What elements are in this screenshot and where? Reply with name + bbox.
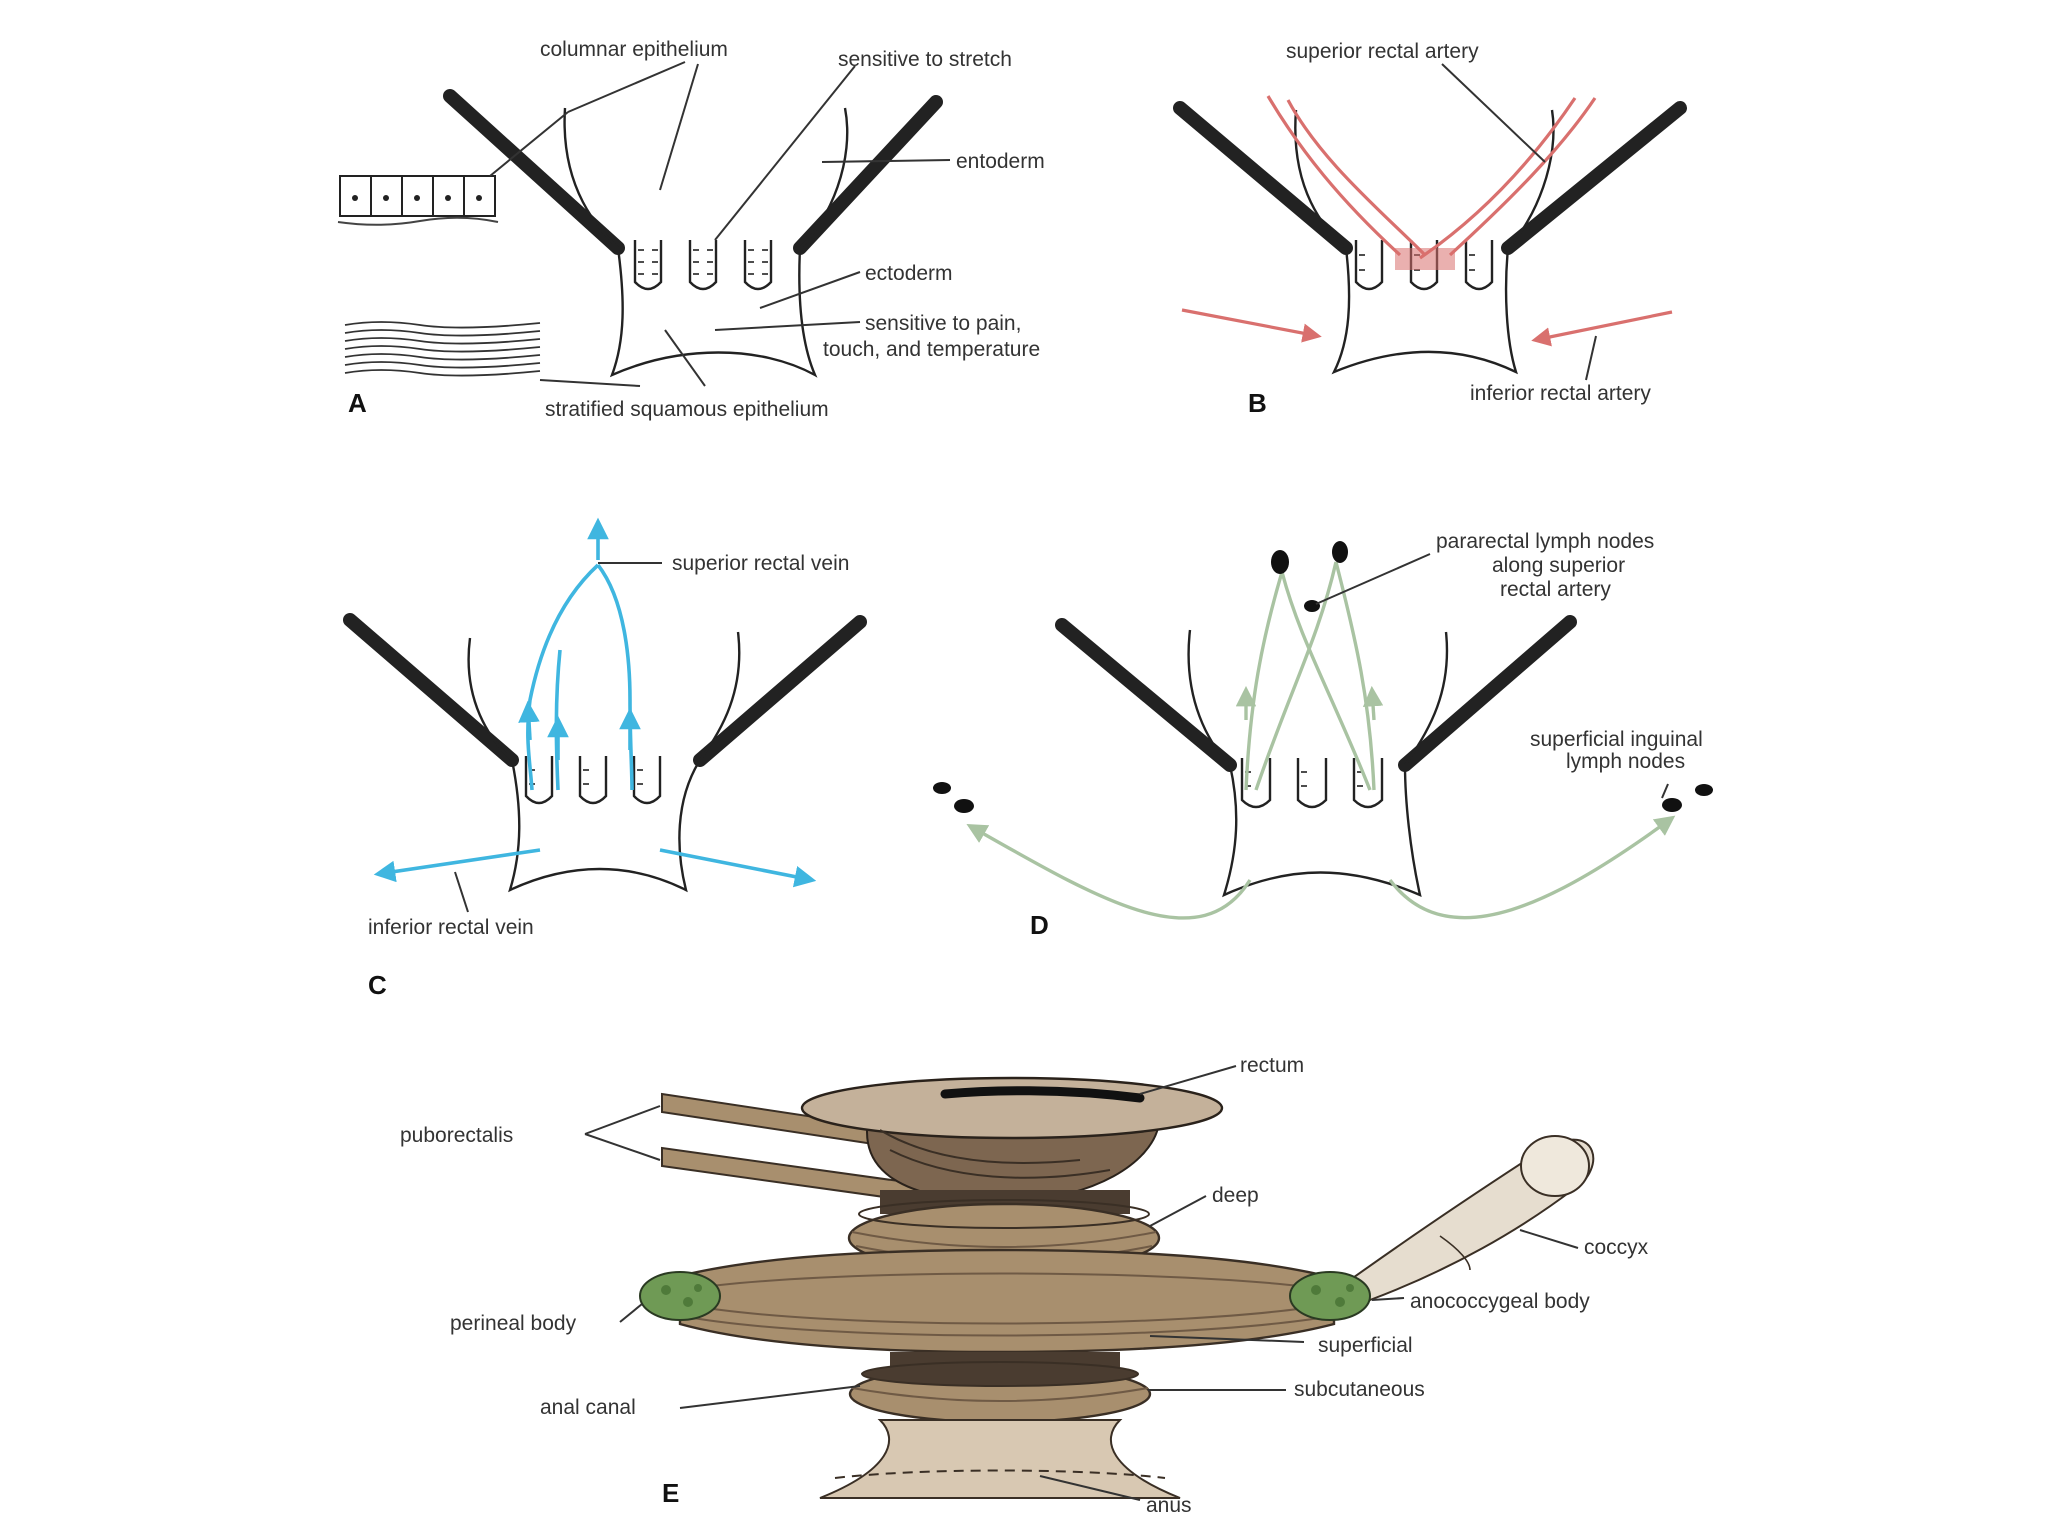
canal-outline xyxy=(1294,109,1555,375)
panel-a-leaders xyxy=(489,61,951,387)
right-muscle-bar xyxy=(793,95,943,255)
panel-letter-c: C xyxy=(368,970,387,1000)
label-sensitive-to-stretch: sensitive to stretch xyxy=(838,48,1012,71)
leader-inferior-vein xyxy=(454,871,469,913)
label-superior-rectal-artery: superior rectal artery xyxy=(1286,40,1479,63)
anal-crypts xyxy=(633,240,773,291)
label-inguinal-line2: lymph nodes xyxy=(1566,750,1685,773)
label-superior-rectal-vein: superior rectal vein xyxy=(672,552,849,575)
superior-rectal-vein-vessels xyxy=(518,517,641,791)
leader-inguinal-nodes xyxy=(1661,783,1669,799)
rectum xyxy=(800,1076,1224,1204)
label-superficial: superficial xyxy=(1318,1334,1413,1357)
label-stratified-squamous: stratified squamous epithelium xyxy=(545,398,829,421)
coccyx xyxy=(1348,1135,1595,1302)
right-muscle-bar xyxy=(1398,615,1577,772)
panel-a: columnar epithelium sensitive to stretch… xyxy=(337,38,1045,421)
label-pararectal-line3: rectal artery xyxy=(1500,578,1611,601)
pararectal-lymph-vessels xyxy=(1235,561,1384,791)
subcutaneous-sphincter-ring xyxy=(848,1361,1152,1424)
label-subcutaneous: subcutaneous xyxy=(1294,1378,1425,1401)
label-puborectalis: puborectalis xyxy=(400,1124,513,1147)
inguinal-lymph-vessels xyxy=(966,815,1676,920)
left-muscle-bar xyxy=(1173,101,1353,255)
panel-letter-a: A xyxy=(348,388,367,418)
anus xyxy=(819,1419,1181,1499)
canal-outline xyxy=(1187,629,1449,898)
inferior-rectal-artery-vessels xyxy=(1181,308,1673,347)
panel-letter-e: E xyxy=(662,1478,679,1508)
left-muscle-bar xyxy=(1055,618,1237,772)
superficial-sphincter-band xyxy=(678,1248,1336,1354)
panel-b: superior rectal artery inferior rectal a… xyxy=(1173,40,1687,418)
panel-c: superior rectal vein inferior rectal vei… xyxy=(343,517,867,1000)
label-anal-canal: anal canal xyxy=(540,1396,636,1419)
right-muscle-bar xyxy=(693,615,867,767)
label-columnar-epithelium: columnar epithelium xyxy=(540,38,728,61)
label-perineal-body: perineal body xyxy=(450,1312,577,1335)
label-coccyx: coccyx xyxy=(1584,1236,1649,1259)
label-entoderm: entoderm xyxy=(956,150,1045,173)
perineal-body xyxy=(639,1271,721,1321)
label-ectoderm: ectoderm xyxy=(865,262,953,285)
panel-letter-d: D xyxy=(1030,910,1049,940)
lymph-nodes xyxy=(933,541,1713,813)
panel-e-leaders xyxy=(584,1065,1579,1501)
inferior-rectal-vein-vessels xyxy=(373,848,817,888)
superior-rectal-artery-vessels xyxy=(1266,95,1597,270)
leader-superior-artery xyxy=(1441,63,1546,163)
stratified-squamous-inset xyxy=(344,321,541,377)
label-touch-temperature: touch, and temperature xyxy=(823,338,1040,361)
label-pararectal-line1: pararectal lymph nodes xyxy=(1436,530,1654,553)
label-inferior-rectal-vein: inferior rectal vein xyxy=(368,916,534,939)
left-muscle-bar xyxy=(343,613,519,767)
label-anus: anus xyxy=(1146,1494,1192,1517)
canal-outline xyxy=(563,107,849,378)
label-rectum: rectum xyxy=(1240,1054,1304,1077)
panel-d: pararectal lymph nodes along superior re… xyxy=(933,530,1713,940)
label-inferior-rectal-artery: inferior rectal artery xyxy=(1470,382,1651,405)
label-inguinal-line1: superficial inguinal xyxy=(1530,728,1703,751)
leader-inferior-artery xyxy=(1585,335,1597,381)
leader-pararectal-nodes xyxy=(1315,553,1431,605)
label-anococcygeal-body: anococcygeal body xyxy=(1410,1290,1590,1313)
label-pararectal-line2: along superior xyxy=(1492,554,1625,577)
anal-crypts xyxy=(524,756,662,805)
label-sensitive-to-pain: sensitive to pain, xyxy=(865,312,1021,335)
canal-outline xyxy=(467,631,741,893)
panel-letter-b: B xyxy=(1248,388,1267,418)
panel-e: rectum puborectalis deep coccyx perineal… xyxy=(400,1054,1649,1517)
anococcygeal-body xyxy=(1289,1271,1371,1321)
left-muscle-bar xyxy=(443,89,625,255)
columnar-epithelium-inset xyxy=(337,175,499,226)
label-deep: deep xyxy=(1212,1184,1259,1207)
right-muscle-bar xyxy=(1501,101,1687,255)
